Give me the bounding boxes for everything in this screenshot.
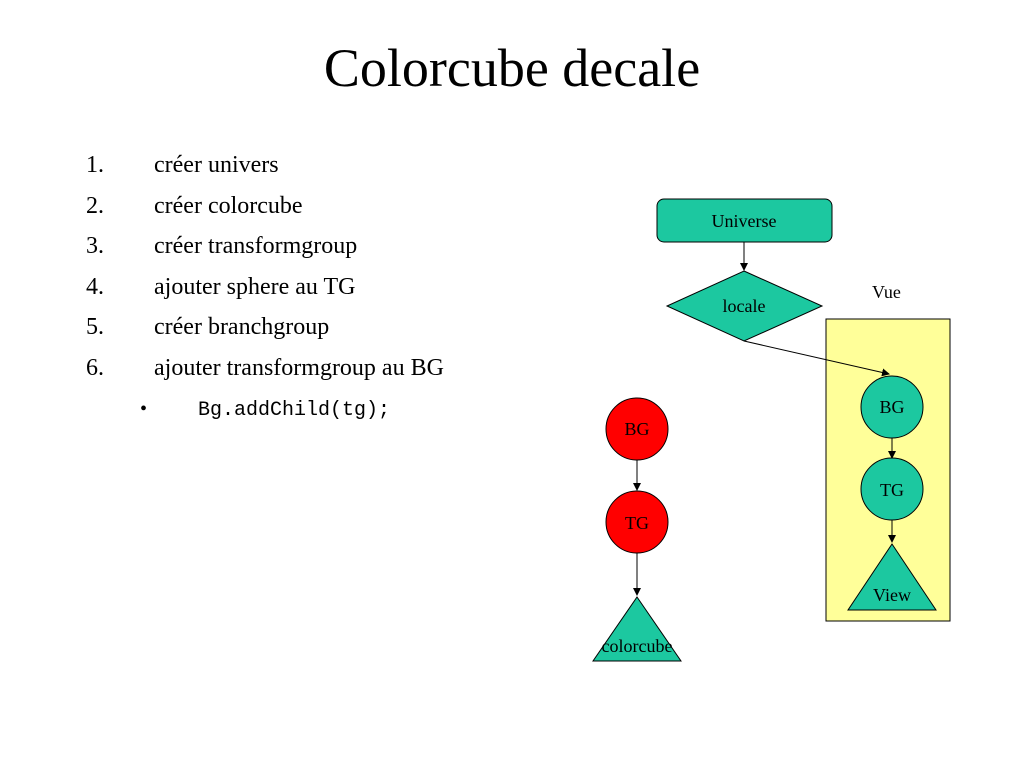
step-item: 5. créer branchgroup: [86, 312, 444, 353]
step-item: 6. ajouter transformgroup au BG: [86, 353, 444, 394]
step-number: 5.: [86, 314, 104, 340]
content-bg-label: BG: [624, 419, 649, 439]
edge-locale-view-bg: [743, 340, 890, 377]
step-text: ajouter transformgroup au BG: [154, 354, 444, 381]
view-label: View: [873, 585, 911, 605]
locale-label: locale: [723, 296, 766, 316]
step-text: ajouter sphere au TG: [154, 273, 356, 300]
colorcube-label: colorcube: [602, 636, 673, 656]
page-title: Colorcube decale: [323, 38, 701, 98]
step-item: 2. créer colorcube: [86, 191, 444, 232]
bullet: •: [140, 398, 148, 420]
universe-label: Universe: [712, 211, 777, 231]
vue-label: Vue: [872, 282, 901, 302]
step-text: créer colorcube: [154, 192, 303, 219]
step-number: 4.: [86, 273, 104, 300]
code-snippet: Bg.addChild(tg);: [198, 399, 391, 422]
step-text: créer branchgroup: [154, 314, 330, 340]
view-bg-label: BG: [879, 397, 904, 417]
substep: • Bg.addChild(tg);: [140, 395, 390, 425]
content-tg-label: TG: [625, 513, 649, 533]
step-item: 4. ajouter sphere au TG: [86, 272, 444, 313]
steps-list: 1. créer univers 2. créer colorcube 3. crée…: [86, 150, 444, 393]
step-number: 1.: [86, 152, 104, 178]
step-number: 3.: [86, 233, 104, 259]
view-tg-label: TG: [880, 480, 904, 500]
view-node: [847, 543, 937, 611]
step-number: 2.: [86, 192, 104, 219]
step-number: 6.: [86, 354, 104, 381]
step-item: 3. créer transformgroup: [86, 231, 444, 272]
step-text: créer transformgroup: [154, 233, 358, 259]
step-item: 1. créer univers: [86, 150, 444, 191]
colorcube-node: [592, 596, 682, 662]
step-text: créer univers: [154, 152, 279, 178]
